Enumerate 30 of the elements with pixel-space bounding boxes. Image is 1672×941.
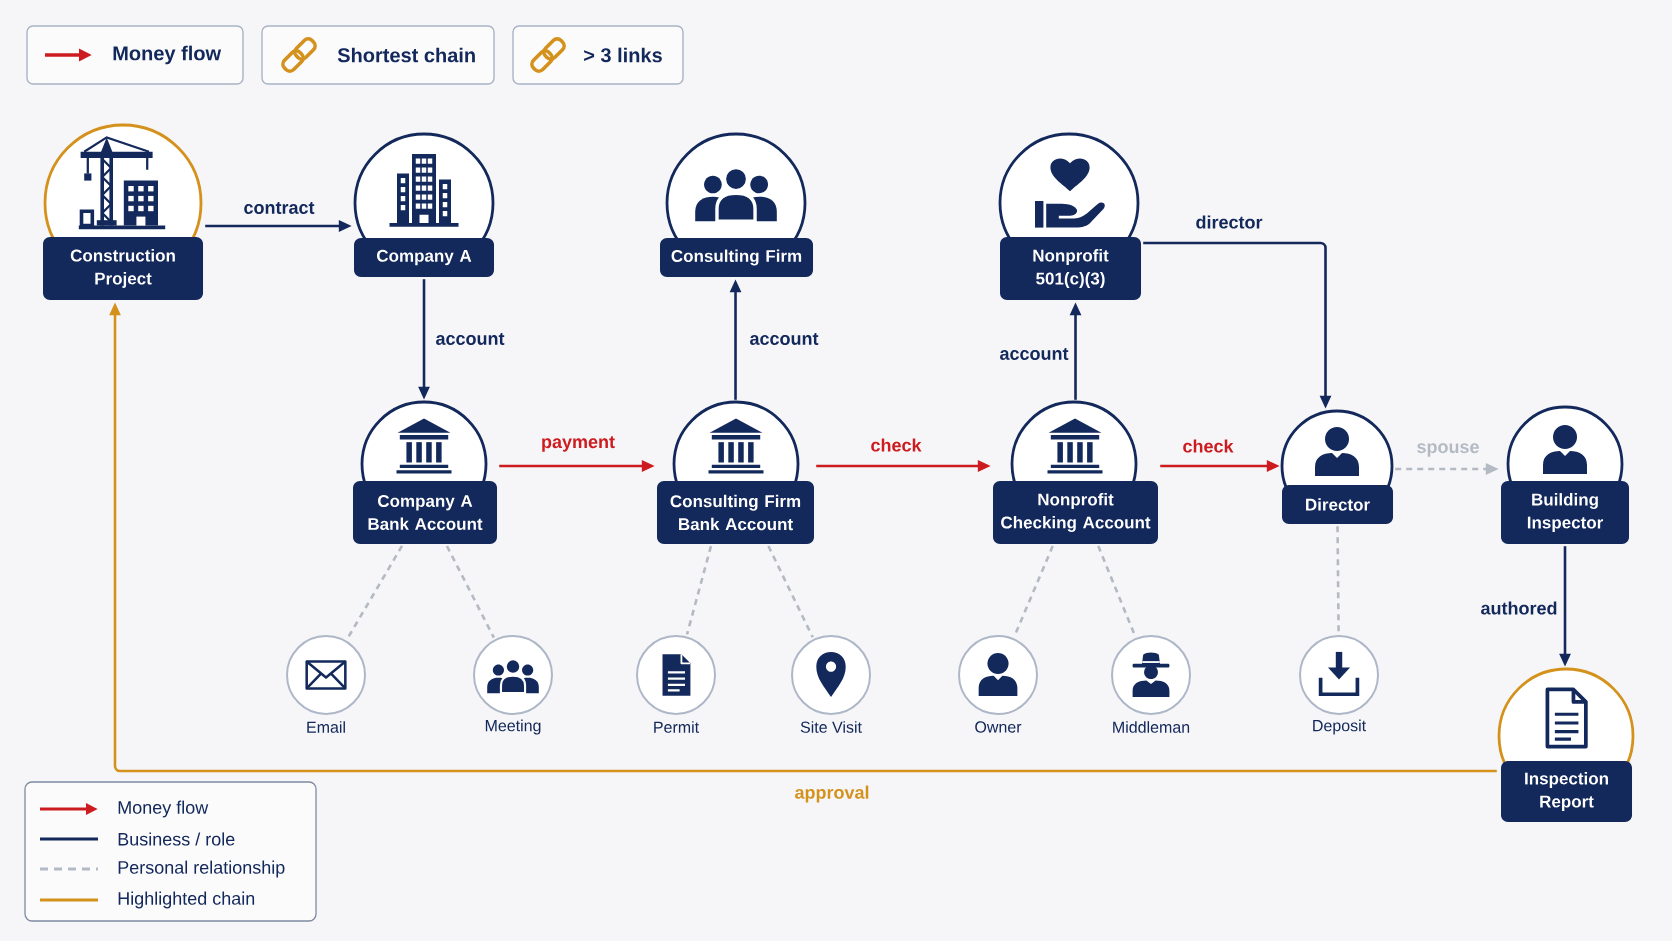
filter-button: Shortest chain bbox=[261, 25, 495, 85]
connector-line bbox=[767, 545, 814, 638]
connector-line bbox=[1336, 526, 1340, 633]
connector-line bbox=[346, 545, 404, 640]
edge-label: authored bbox=[1478, 599, 1560, 617]
entity-node: Inspection Report bbox=[1497, 667, 1635, 822]
legend-label: Personal relationship bbox=[118, 860, 285, 878]
legend-label: Business / role bbox=[118, 832, 235, 846]
edge-label: director bbox=[1193, 213, 1265, 231]
edge-label: check bbox=[1180, 437, 1236, 455]
filter-button: Money flow bbox=[26, 25, 244, 85]
entity-node: Company A Bank Account bbox=[353, 400, 497, 544]
evidence-node: Email bbox=[286, 635, 366, 733]
edge-label: account bbox=[997, 346, 1071, 362]
filter-button: > 3 links bbox=[512, 25, 684, 85]
connector-line bbox=[685, 545, 713, 635]
legend-label: Money flow bbox=[118, 800, 209, 818]
edge-label: contract bbox=[241, 200, 317, 216]
entity-node: Nonprofit Checking Account bbox=[993, 400, 1158, 544]
entity-node: Consulting Firm Bank Account bbox=[657, 400, 814, 544]
evidence-node: Deposit bbox=[1299, 635, 1379, 735]
legend-label: Highlighted chain bbox=[118, 891, 255, 909]
edge-label: check bbox=[868, 436, 924, 454]
edge-label: account bbox=[747, 331, 821, 347]
connector-line bbox=[445, 545, 496, 639]
edge-label: spouse bbox=[1414, 441, 1482, 459]
entity-node: Nonprofit 501(c)(3) bbox=[998, 132, 1141, 300]
edge-label: account bbox=[433, 331, 507, 347]
edge-label: payment bbox=[539, 434, 617, 454]
entity-node: Building Inspector bbox=[1501, 405, 1629, 544]
